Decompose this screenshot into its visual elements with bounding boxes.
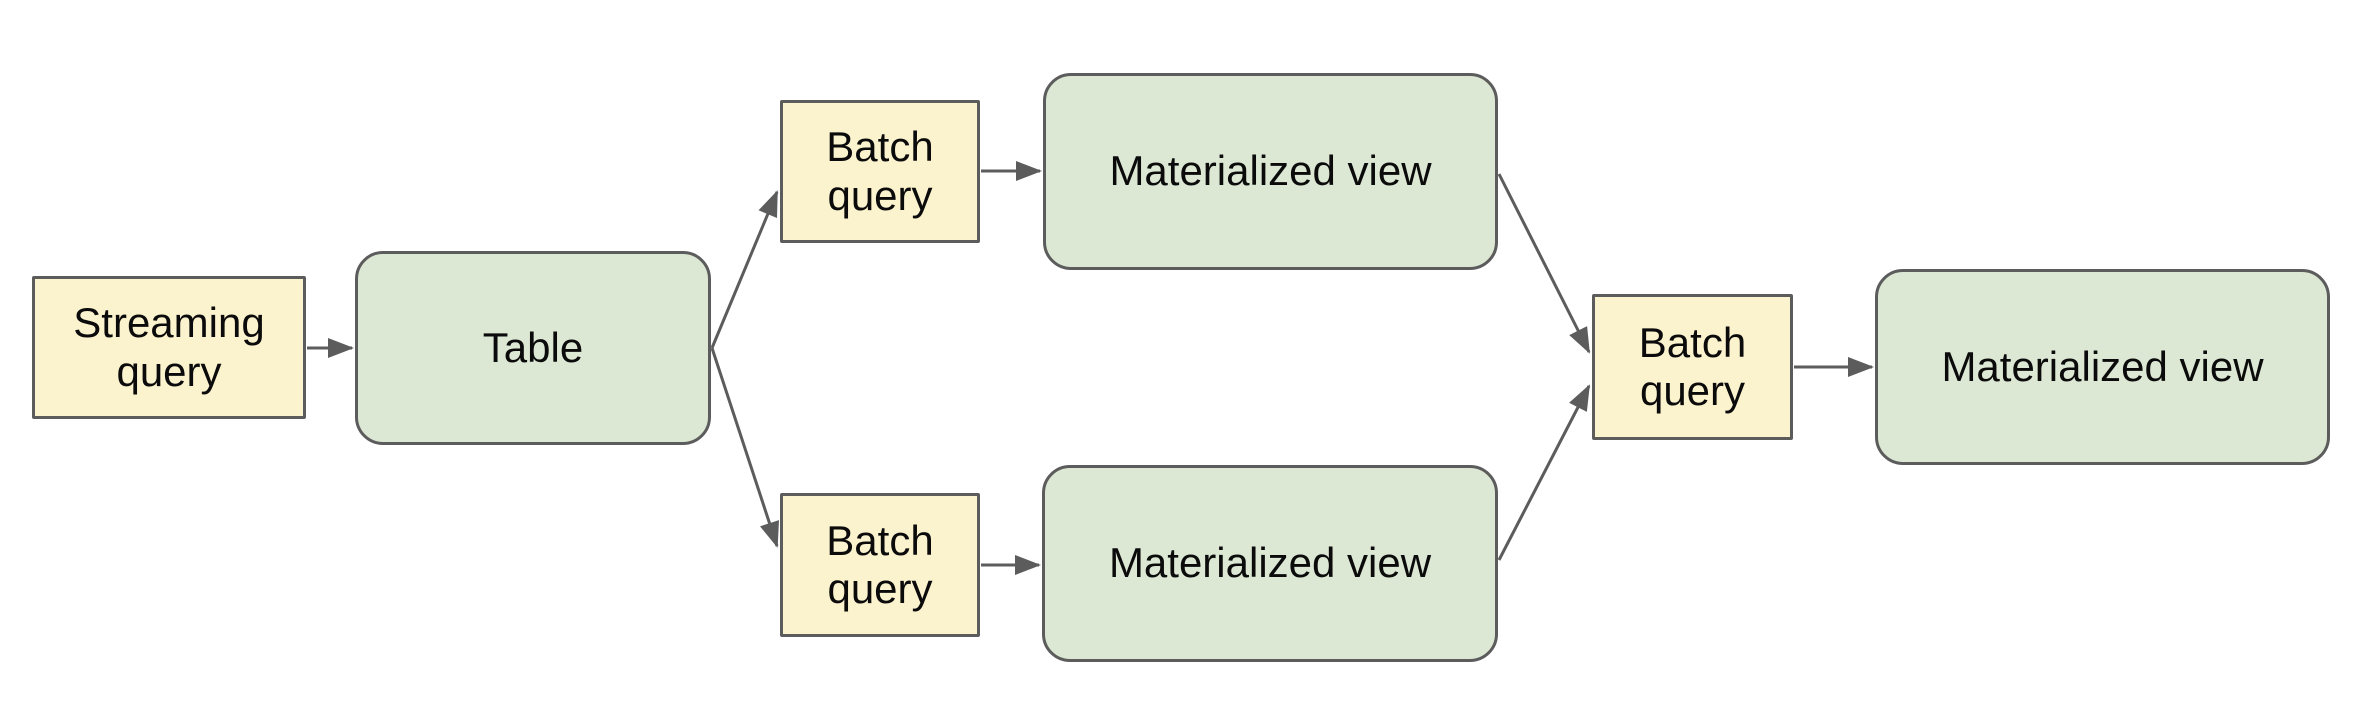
edge-materialized-view-top-to-batch-query-merge (1497, 173, 1591, 354)
node-streaming-query: Streaming query (32, 276, 306, 419)
node-streaming-query-label: Streaming query (73, 299, 265, 395)
node-batch-query-merge: Batch query (1592, 294, 1793, 440)
node-materialized-view-final-label: Materialized view (1941, 342, 2264, 390)
edge-table-to-batch-query-top (710, 190, 779, 349)
node-batch-query-bottom-label: Batch query (826, 516, 934, 612)
node-table-label: Table (482, 323, 584, 371)
node-materialized-view-top-label: Materialized view (1109, 147, 1432, 195)
edge-table-to-batch-query-bottom (710, 347, 780, 548)
node-materialized-view-final: Materialized view (1875, 269, 2330, 465)
node-materialized-view-bottom: Materialized view (1042, 465, 1498, 662)
edge-materialized-view-bottom-to-batch-query-merge (1497, 384, 1591, 561)
node-batch-query-top: Batch query (780, 100, 980, 243)
node-batch-query-top-label: Batch query (826, 123, 934, 219)
node-table: Table (355, 251, 711, 445)
node-batch-query-bottom: Batch query (780, 493, 980, 637)
node-materialized-view-top: Materialized view (1043, 73, 1498, 270)
node-batch-query-merge-label: Batch query (1638, 318, 1747, 414)
node-materialized-view-bottom-label: Materialized view (1108, 539, 1432, 587)
